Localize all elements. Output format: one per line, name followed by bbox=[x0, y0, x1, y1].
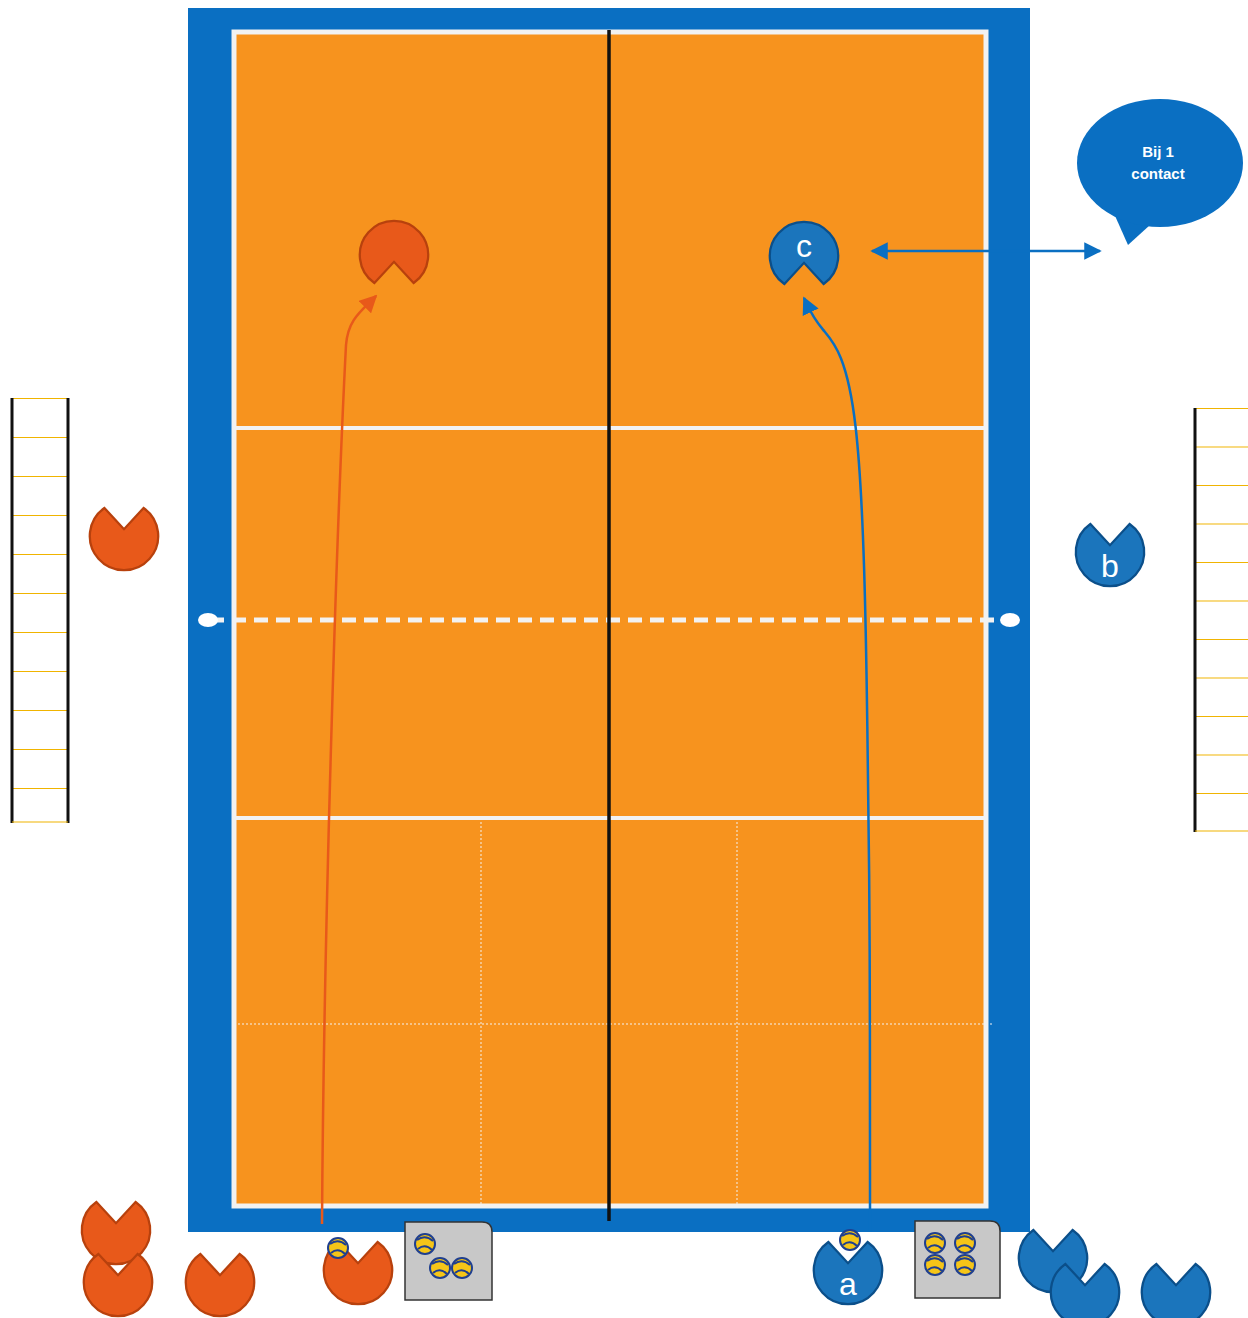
player-label: b bbox=[1070, 550, 1150, 582]
zone-line bbox=[737, 822, 738, 1204]
ladder-rungs bbox=[1195, 408, 1248, 831]
ladder-rail bbox=[67, 398, 70, 823]
zone-line bbox=[481, 822, 482, 1204]
ball bbox=[925, 1255, 945, 1275]
center-line bbox=[607, 30, 611, 1221]
ball bbox=[955, 1255, 975, 1275]
net-post bbox=[1000, 613, 1020, 627]
player-marker: c bbox=[764, 218, 844, 294]
run-arrow bbox=[322, 296, 376, 1224]
player-label: a bbox=[808, 1268, 888, 1300]
net-post bbox=[198, 613, 218, 627]
movement-arrow bbox=[804, 298, 870, 1232]
ladder-rail bbox=[11, 398, 14, 823]
player-label: c bbox=[764, 230, 844, 262]
player bbox=[84, 1254, 152, 1316]
ball-basket bbox=[915, 1221, 1000, 1298]
ball bbox=[328, 1238, 348, 1258]
ball bbox=[840, 1230, 860, 1250]
player bbox=[186, 1254, 254, 1316]
speech-bubble: Bij 1 contact bbox=[1072, 97, 1244, 247]
ladder-rungs bbox=[12, 398, 68, 822]
ball bbox=[925, 1233, 945, 1253]
court-border bbox=[188, 8, 1030, 1232]
ball bbox=[452, 1258, 472, 1278]
agility-ladder bbox=[12, 398, 68, 823]
callout-text: Bij 1 contact bbox=[1122, 141, 1194, 185]
ladder-rail bbox=[1194, 408, 1197, 832]
player bbox=[90, 508, 158, 570]
player bbox=[360, 221, 428, 283]
ball-basket bbox=[405, 1222, 492, 1300]
bubble-text-area: Bij 1 contact bbox=[1072, 97, 1244, 229]
orange-players bbox=[82, 221, 428, 1316]
player-marker: b bbox=[1070, 514, 1150, 590]
player-marker: a bbox=[808, 1232, 888, 1308]
bubble-body bbox=[1077, 99, 1243, 227]
ladder-rung bbox=[1195, 830, 1248, 831]
agility-ladder bbox=[1195, 408, 1248, 832]
zone-line bbox=[234, 1024, 992, 1025]
ball bbox=[415, 1234, 435, 1254]
ladder-rung bbox=[12, 821, 68, 822]
ball bbox=[430, 1258, 450, 1278]
movement-arrow bbox=[872, 250, 1100, 253]
player bbox=[1142, 1264, 1210, 1318]
ball bbox=[955, 1233, 975, 1253]
player bbox=[1051, 1264, 1119, 1318]
blue-players bbox=[1019, 1230, 1210, 1318]
